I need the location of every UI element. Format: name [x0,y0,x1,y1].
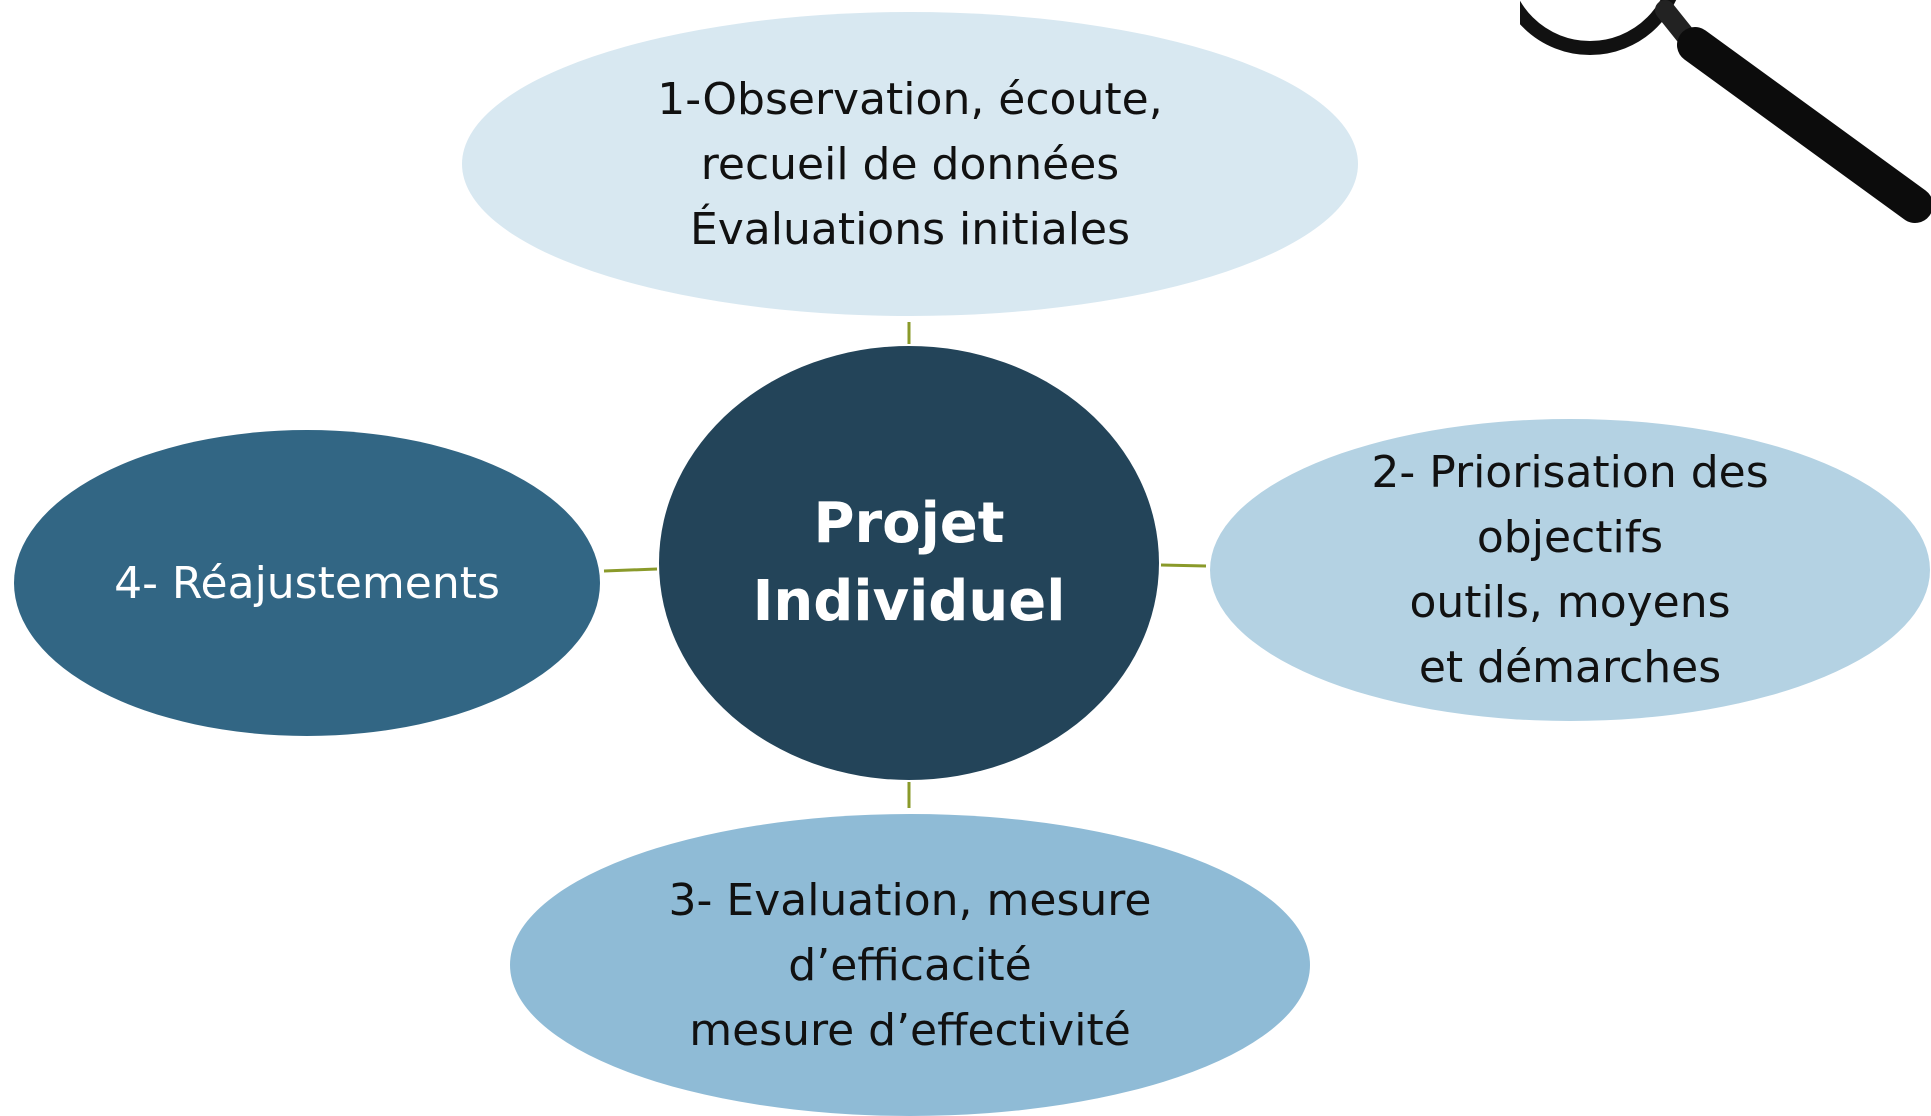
connector-left [603,567,658,573]
center-node-projet-individuel: Projet Individuel [659,346,1159,780]
step-3-evaluation-node: 3- Evaluation, mesure d’efficacité mesur… [510,814,1310,1116]
connector-right [1160,563,1207,568]
center-line-2: Individuel [752,569,1066,634]
step-1-label: 1-Observation, écoute, recueil de donnée… [657,67,1162,262]
step-2-line-2: objectifs [1476,512,1664,563]
step-1-line-2: recueil de données [700,138,1120,190]
step-2-priorisation-node: 2- Priorisation des objectifs outils, mo… [1210,419,1930,721]
step-3-line-2: d’efficacité [788,939,1032,991]
step-1-line-3: Évaluations initiales [689,203,1131,255]
step-3-line-1: 3- Evaluation, mesure [668,874,1152,926]
step-4-reajustements-node: 4- Réajustements [14,430,600,736]
step-1-observation-node: 1-Observation, écoute, recueil de donnée… [462,12,1358,316]
step-4-label: 4- Réajustements [114,551,500,616]
step-2-line-1: 2- Priorisation des [1371,447,1769,498]
center-label: Projet Individuel [753,485,1066,641]
magnifying-glass-icon [1520,0,1931,223]
step-3-line-3: mesure d’effectivité [689,1004,1131,1056]
step-2-line-3: outils, moyens [1409,577,1731,628]
step-4-line-1: 4- Réajustements [114,557,500,609]
step-2-label: 2- Priorisation des objectifs outils, mo… [1371,440,1768,700]
center-line-1: Projet [813,491,1005,556]
step-3-label: 3- Evaluation, mesure d’efficacité mesur… [669,868,1152,1063]
step-1-line-1: 1-Observation, écoute, [657,73,1163,125]
step-2-line-4: et démarches [1418,642,1722,693]
